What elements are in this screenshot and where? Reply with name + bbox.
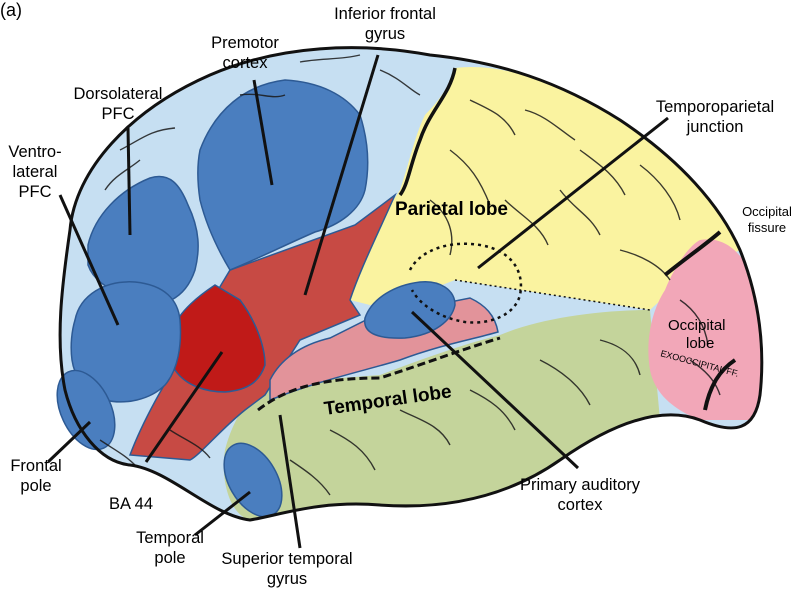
label-inferior-frontal-gyrus-line1: Inferior frontal <box>320 4 450 24</box>
label-premotor-cortex-line1: Premotor <box>200 33 290 53</box>
label-inferior-frontal-gyrus: Inferior frontal gyrus <box>320 4 450 44</box>
label-frontal-pole-line2: pole <box>0 476 72 496</box>
label-premotor-cortex-line2: cortex <box>200 53 290 73</box>
label-frontal-pole: Frontal pole <box>0 456 72 496</box>
label-dorsolateral-pfc-line2: PFC <box>68 104 168 124</box>
label-temporoparietal-junction: Temporoparietal junction <box>640 97 790 137</box>
occipital-lobe-text-2: lobe <box>686 335 714 352</box>
label-temporal-pole: Temporal pole <box>130 528 210 568</box>
label-ba44: BA 44 <box>96 494 166 514</box>
label-ventrolateral-pfc: Ventro- lateral PFC <box>0 142 70 202</box>
label-occipital-fissure: Occipital fissure <box>732 204 802 236</box>
label-primary-auditory-cortex-line1: Primary auditory <box>510 475 650 495</box>
label-temporoparietal-junction-line2: junction <box>640 117 790 137</box>
label-superior-temporal-gyrus-line2: gyrus <box>212 569 362 589</box>
label-premotor-cortex: Premotor cortex <box>200 33 290 73</box>
label-inferior-frontal-gyrus-line2: gyrus <box>320 24 450 44</box>
label-ventrolateral-pfc-line1: Ventro- <box>0 142 70 162</box>
panel-label: (a) <box>0 0 22 20</box>
label-frontal-pole-line1: Frontal <box>0 456 72 476</box>
label-ventrolateral-pfc-line2: lateral <box>0 162 70 182</box>
label-temporal-pole-line1: Temporal <box>130 528 210 548</box>
label-occipital-fissure-line2: fissure <box>732 220 802 236</box>
label-temporal-pole-line2: pole <box>130 548 210 568</box>
label-dorsolateral-pfc-line1: Dorsolateral <box>68 84 168 104</box>
label-temporoparietal-junction-line1: Temporoparietal <box>640 97 790 117</box>
label-primary-auditory-cortex: Primary auditory cortex <box>510 475 650 515</box>
label-superior-temporal-gyrus: Superior temporal gyrus <box>212 549 362 589</box>
occipital-lobe-text-1: Occipital <box>668 317 726 334</box>
label-superior-temporal-gyrus-line1: Superior temporal <box>212 549 362 569</box>
parietal-lobe-text: Parietal lobe <box>395 199 508 220</box>
label-primary-auditory-cortex-line2: cortex <box>510 495 650 515</box>
label-ventrolateral-pfc-line3: PFC <box>0 182 70 202</box>
label-occipital-fissure-line1: Occipital <box>732 204 802 220</box>
label-dorsolateral-pfc: Dorsolateral PFC <box>68 84 168 124</box>
